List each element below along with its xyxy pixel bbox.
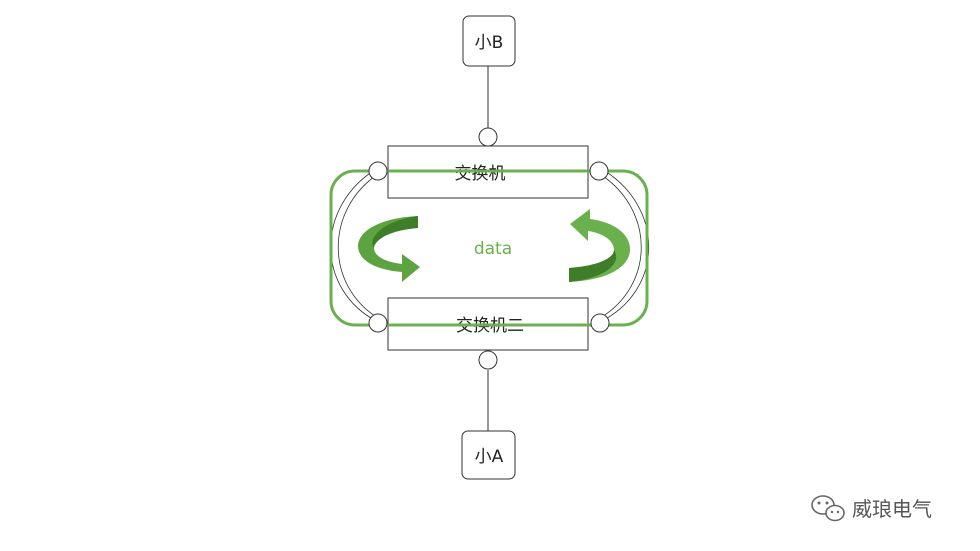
host-a-label: 小A — [475, 447, 504, 467]
port-switch1-right — [589, 161, 609, 181]
port-switch1-left — [368, 161, 388, 181]
host-b-box — [462, 15, 516, 67]
data-loop-ring — [329, 169, 649, 327]
ring-link-outline-right-inner — [599, 173, 642, 319]
port-switch1-top — [478, 127, 498, 147]
port-switch2-left — [368, 313, 388, 333]
port-switch2-right — [590, 313, 610, 333]
data-flow-label: data — [474, 239, 512, 259]
switch-1-label: 交换机 — [455, 164, 506, 184]
watermark: 威琅电气 — [811, 495, 932, 522]
port-switch2-bottom — [478, 350, 498, 370]
ring-link-outline-inner — [338, 173, 379, 319]
host-b-node[interactable]: 小B — [462, 15, 516, 67]
right-curved-arrow-icon — [569, 209, 630, 282]
wechat-logo-icon — [811, 495, 845, 522]
host-a-node[interactable]: 小A — [461, 430, 516, 480]
watermark-text: 威琅电气 — [852, 497, 932, 521]
left-curved-arrow-icon — [358, 216, 420, 282]
host-b-label: 小B — [475, 33, 504, 53]
host-a-box — [461, 430, 516, 480]
ring-link-outline-right — [599, 167, 650, 323]
